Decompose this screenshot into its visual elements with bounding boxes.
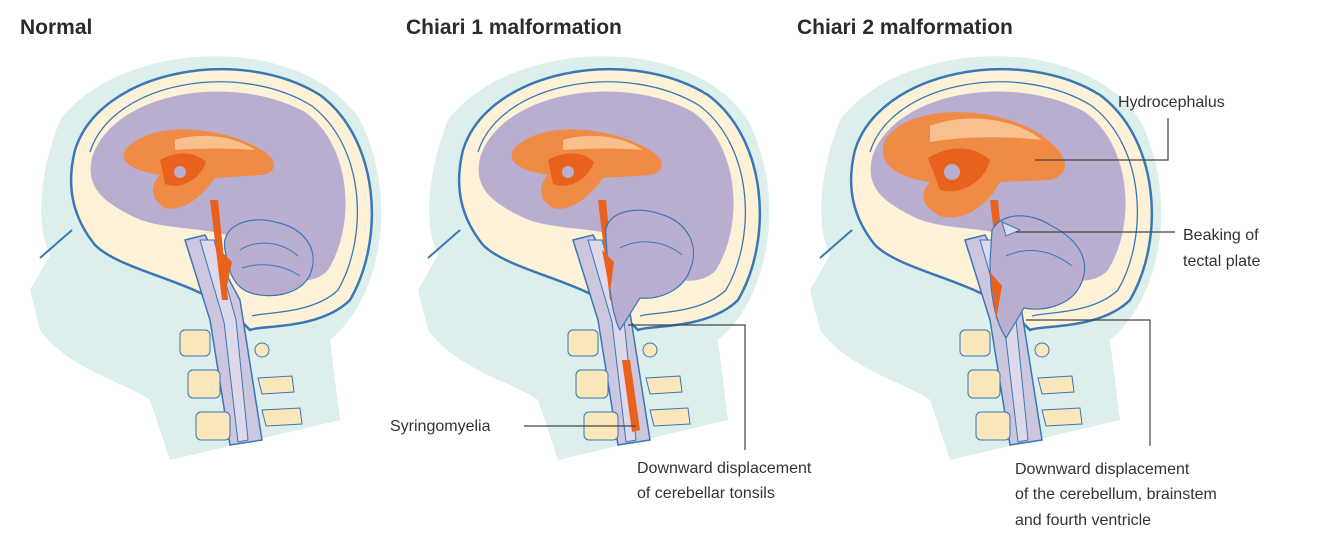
syrinx	[622, 360, 640, 432]
callout-cerebellum-line-2: of the cerebellum, brainstem	[1015, 486, 1217, 503]
callout-cerebellum-line-3: and fourth ventricle	[1015, 512, 1151, 529]
callout-tectal-plate: Beaking of tectal plate	[1016, 227, 1260, 270]
callout-beaking-line-2: tectal plate	[1183, 253, 1260, 270]
callout-tonsils-line-2: of cerebellar tonsils	[637, 485, 775, 502]
panel-title-chiari-2: Chiari 2 malformation	[797, 16, 1013, 39]
leader-line	[1035, 118, 1169, 161]
callout-cerebellum-line-1: Downward displacement	[1015, 461, 1190, 478]
callout-hydrocephalus: Hydrocephalus	[1035, 94, 1225, 161]
callout-hydrocephalus-label: Hydrocephalus	[1118, 94, 1225, 111]
callout-beaking-line-1: Beaking of	[1183, 227, 1259, 244]
panel-chiari-2	[808, 54, 1163, 462]
callout-syringomyelia: Syringomyelia	[390, 418, 636, 435]
panel-chiari-1	[416, 54, 771, 462]
tectal-beak	[1001, 221, 1022, 237]
leader-line	[1026, 319, 1151, 446]
callout-cerebellar-tonsils: Downward displacement of cerebellar tons…	[628, 324, 812, 502]
panel-normal	[28, 54, 383, 462]
leader-line	[628, 324, 746, 450]
panel-title-normal: Normal	[20, 16, 92, 39]
callout-cerebellum-displacement: Downward displacement of the cerebellum,…	[1015, 319, 1217, 529]
callout-tonsils-line-1: Downward displacement	[637, 460, 812, 477]
callout-syringomyelia-label: Syringomyelia	[390, 418, 491, 435]
panel-title-chiari-1: Chiari 1 malformation	[406, 16, 622, 39]
